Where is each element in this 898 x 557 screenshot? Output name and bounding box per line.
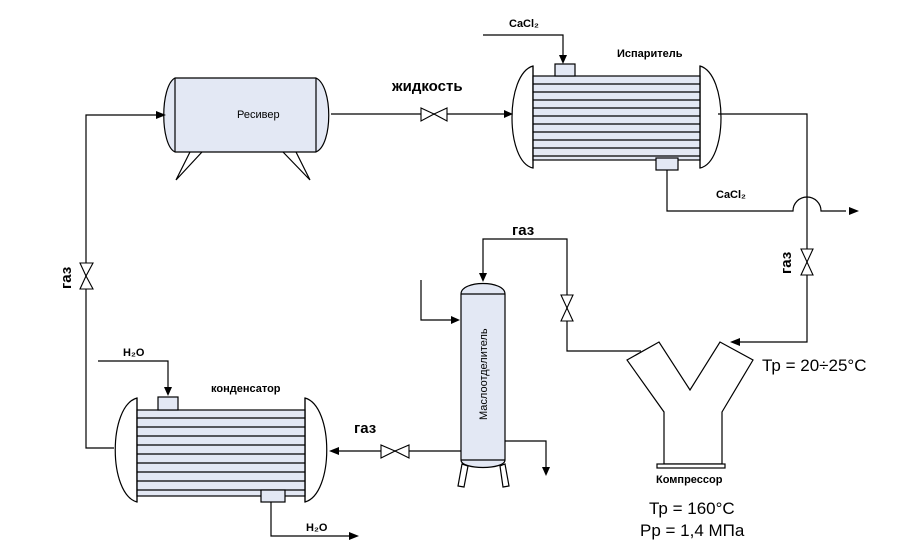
arrow-into-compressor [730,338,740,346]
valve-gas-left [79,262,94,278]
arrow-into-separator-side [451,316,460,324]
arrow-into-receiver [156,111,166,119]
cacl2-in-label: CaCl₂ [509,18,539,30]
valve-liquid [420,107,436,122]
arrow-into-separator-top [479,273,487,282]
oil-separator-label: Маслоотделитель [478,328,490,420]
valves [79,107,814,459]
condenser-tubes [137,417,305,491]
arrow-cacl2-out [849,207,859,215]
compressor: Компрессор [626,341,754,486]
discharge-temperature-label: Тр = 160°С [649,499,735,518]
liquid-label: жидкость [391,78,463,95]
evaporator-outlet-nozzle [655,157,679,171]
gas-left-label: газ [58,267,75,289]
condenser-label: конденсатор [211,383,281,395]
flow-arrows [156,55,859,540]
valve-gas-right [800,248,814,264]
compressor-label: Компрессор [656,474,723,486]
receiver: Ресивер [163,77,330,181]
gas-top-label: газ [512,222,534,239]
condenser-outlet-nozzle [260,489,286,503]
discharge-pressure-label: Рр = 1,4 МПа [640,521,745,540]
arrow-h2o-in [164,387,172,396]
evaporator: Испаритель [511,48,722,171]
condenser: конденсатор [114,383,328,503]
receiver-label: Ресивер [237,109,280,121]
gas-bottom-label: газ [354,420,376,437]
cacl2-out-label: CaCl₂ [716,189,746,201]
evaporator-tubes [533,83,700,157]
h2o-out-label: H₂O [306,522,328,534]
h2o-in-label: H₂O [123,347,145,359]
stream-labels: CaCl₂ CaCl₂ H₂O H₂O жидкость газ газ газ… [58,18,866,540]
arrow-into-condenser [329,447,339,455]
condenser-inlet-nozzle [157,396,179,411]
oil-separator: Маслоотделитель [457,283,510,488]
gas-right-label: газ [778,252,795,274]
arrow-cacl2-in [559,55,567,64]
suction-temperature-label: Тр = 20÷25°С [762,356,866,375]
arrow-separator-drain [542,467,550,476]
valve-gas-top [560,294,574,310]
arrow-h2o-out [349,532,359,540]
valve-gas-bottom [380,444,397,459]
evaporator-label: Испаритель [617,48,683,60]
evaporator-inlet-nozzle [554,63,576,77]
arrow-into-evaporator [504,110,513,118]
